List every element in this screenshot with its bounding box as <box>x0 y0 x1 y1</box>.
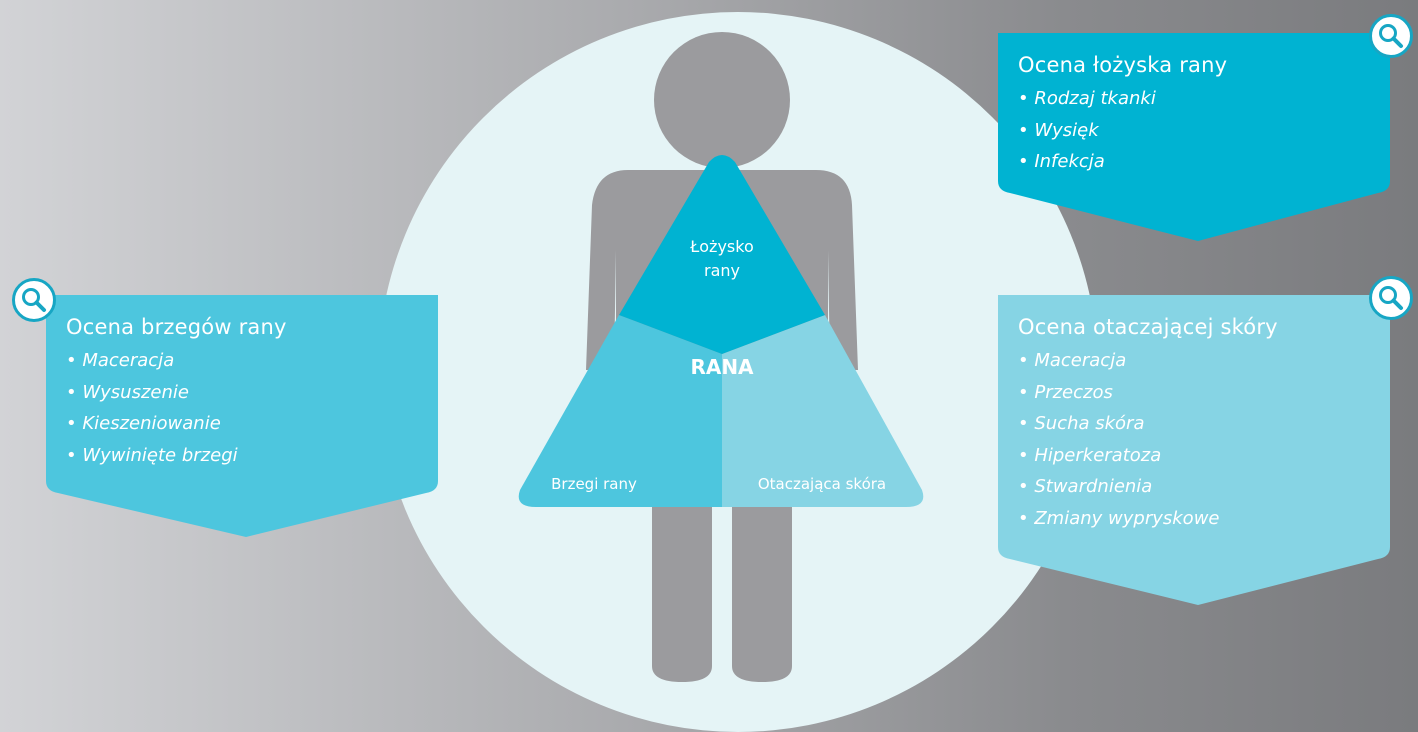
panel-wound-bed: Ocena łożyska rany Rodzaj tkanki Wysięk … <box>998 33 1390 241</box>
list-item: Wysięk <box>1018 115 1376 147</box>
figure-right-leg <box>732 480 792 682</box>
panel-wound-edges: Ocena brzegów rany Maceracja Wysuszenie … <box>46 295 438 537</box>
figure-left-leg <box>652 480 712 682</box>
panel-surrounding-skin-list: Maceracja Przeczos Sucha skóra Hiperkera… <box>1018 345 1376 534</box>
search-icon[interactable] <box>1369 276 1413 320</box>
search-icon[interactable] <box>1369 14 1413 58</box>
panel-wound-edges-title: Ocena brzegów rany <box>66 315 287 339</box>
list-item: Infekcja <box>1018 146 1376 178</box>
list-item: Rodzaj tkanki <box>1018 83 1376 115</box>
panel-wound-bed-list: Rodzaj tkanki Wysięk Infekcja <box>1018 83 1376 178</box>
segment-edges <box>518 315 722 507</box>
panel-surrounding-skin: Ocena otaczającej skóry Maceracja Przecz… <box>998 295 1390 605</box>
body-diagram: Łożysko rany RANA Brzegi rany Otaczająca… <box>518 32 924 682</box>
list-item: Maceracja <box>66 345 424 377</box>
list-item: Sucha skóra <box>1018 408 1376 440</box>
list-item: Stwardnienia <box>1018 471 1376 503</box>
segment-skin <box>722 315 924 507</box>
figure-head <box>654 32 790 168</box>
panel-wound-bed-title: Ocena łożyska rany <box>1018 53 1228 77</box>
edges-label: Brzegi rany <box>551 475 637 493</box>
list-item: Wysuszenie <box>66 377 424 409</box>
bed-label-line2: rany <box>704 261 740 280</box>
center-label: RANA <box>690 355 754 379</box>
list-item: Wywinięte brzegi <box>66 440 424 472</box>
list-item: Maceracja <box>1018 345 1376 377</box>
bed-label-line1: Łożysko <box>689 237 753 256</box>
list-item: Zmiany wypryskowe <box>1018 503 1376 535</box>
list-item: Kieszeniowanie <box>66 408 424 440</box>
panel-surrounding-skin-title: Ocena otaczającej skóry <box>1018 315 1278 339</box>
segment-bed <box>619 155 825 354</box>
skin-label: Otaczająca skóra <box>758 475 886 493</box>
search-icon[interactable] <box>12 278 56 322</box>
list-item: Hiperkeratoza <box>1018 440 1376 472</box>
panel-wound-edges-list: Maceracja Wysuszenie Kieszeniowanie Wywi… <box>66 345 424 471</box>
list-item: Przeczos <box>1018 377 1376 409</box>
